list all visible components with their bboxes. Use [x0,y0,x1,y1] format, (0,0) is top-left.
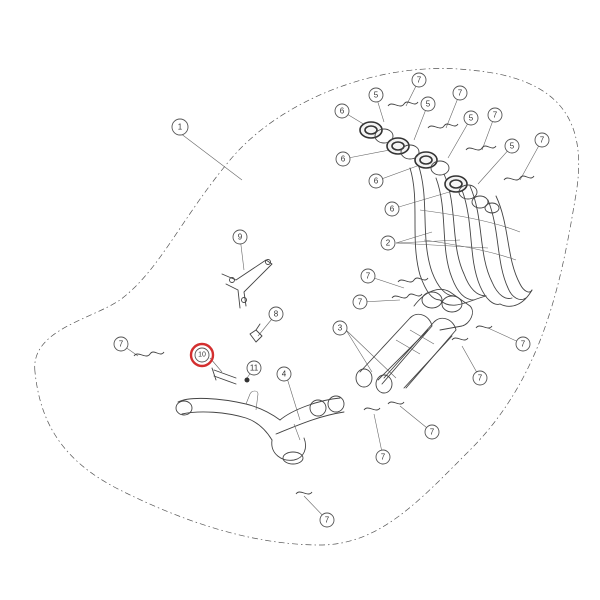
flange-gaskets [359,121,500,214]
callout-7b: 7 [452,85,468,101]
callout-10-highlighted[interactable]: 10 [189,342,215,368]
collector-pipes [355,288,473,394]
callout-1: 1 [171,118,189,136]
callout-label: 6 [341,155,346,164]
callout-label: 7 [493,111,498,120]
callout-label: 5 [426,100,431,109]
callout-5d: 5 [504,138,520,154]
callout-6a: 6 [334,103,350,119]
callout-label: 7 [119,340,124,349]
callout-6d: 6 [384,201,400,217]
callout-label: 7 [381,453,386,462]
callout-label: 5 [374,91,379,100]
callout-label: 9 [238,233,243,242]
callout-7e: 7 [360,268,376,284]
callout-7g: 7 [113,336,129,352]
clip [249,323,263,343]
bracket [221,259,273,309]
callout-7h: 7 [515,336,531,352]
callout-label: 8 [274,310,279,319]
callout-label: 2 [386,239,391,248]
callout-6b: 6 [335,151,351,167]
callout-label: 1 [178,123,183,132]
callout-6c: 6 [368,173,384,189]
bolt [211,367,237,385]
springs [133,101,535,495]
callout-label: 7 [417,76,422,85]
callout-7f: 7 [352,294,368,310]
mid-pipe [175,390,345,465]
callout-11: 11 [246,360,262,376]
callout-label: 4 [282,370,287,379]
callout-label: 7 [478,374,483,383]
callout-label: 7 [358,298,363,307]
leader-lines [120,79,543,521]
callout-9: 9 [232,229,248,245]
callout-4: 4 [276,366,292,382]
callout-label: 7 [458,89,463,98]
callout-2: 2 [380,235,396,251]
highlight-ring [189,342,215,368]
assembly-boundary [34,68,579,546]
nut [244,377,250,383]
callout-label: 6 [340,107,345,116]
callout-7c: 7 [487,107,503,123]
callout-7j: 7 [375,449,391,465]
callout-label: 7 [521,340,526,349]
callout-3: 3 [332,320,348,336]
callout-label: 5 [510,142,515,151]
callout-7l: 7 [319,512,335,528]
callout-7i: 7 [472,370,488,386]
callout-label: 7 [540,136,545,145]
callout-label: 3 [338,324,343,333]
callout-label: 7 [366,272,371,281]
callout-5c: 5 [463,110,479,126]
callout-5a: 5 [368,87,384,103]
callout-7a: 7 [411,72,427,88]
callout-8: 8 [268,306,284,322]
callout-label: 6 [374,177,379,186]
callout-label: 7 [430,428,435,437]
header-pipes [409,163,533,307]
callout-label: 10 [198,352,206,359]
callout-label: 11 [250,364,259,373]
callout-label: 7 [325,516,330,525]
callout-7d: 7 [534,132,550,148]
callout-label: 5 [469,114,474,123]
callout-5b: 5 [420,96,436,112]
callout-label: 6 [390,205,395,214]
callout-7k: 7 [424,424,440,440]
